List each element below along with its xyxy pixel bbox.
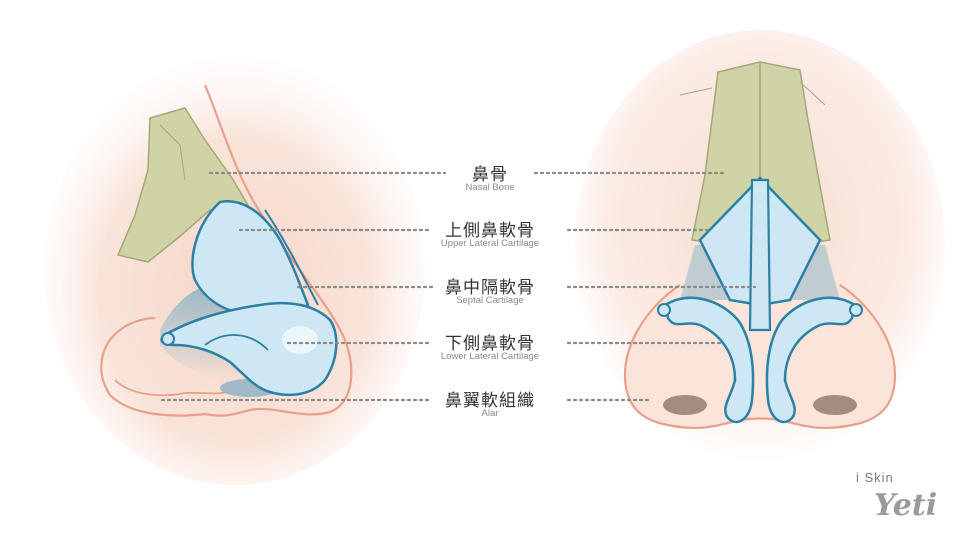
front-nostril-right (813, 395, 857, 415)
brand-name: Yeti (874, 488, 938, 523)
front-view-nose (575, 30, 945, 460)
front-nasal-bone (691, 61, 831, 251)
front-nostril-left (663, 395, 707, 415)
label-alar-zh: 鼻翼軟組織 (445, 391, 535, 411)
side-nostril (114, 379, 229, 397)
label-alar-en: Alar (481, 408, 499, 419)
side-view-nose (45, 55, 425, 485)
front-lower-lateral-cartilage-right (765, 296, 857, 424)
label-septal-en: Septal Cartilage (456, 295, 524, 306)
label-lower-lateral-en: Lower Lateral Cartilage (440, 351, 540, 362)
leader-lines (160, 171, 757, 402)
label-lower-lateral-zh: 下側鼻軟骨 (445, 334, 535, 354)
label-nasal-bone-en: Nasal Bone (465, 182, 515, 193)
label-septal-zh: 鼻中隔軟骨 (445, 278, 535, 298)
brand-prefix: i Skin (856, 470, 894, 485)
label-upper-lateral-en: Upper Lateral Cartilage (440, 238, 540, 249)
side-lower-lateral-cartilage (160, 301, 338, 397)
brand-watermark: i Skin Yeti (848, 468, 958, 538)
side-nasal-bone (116, 107, 254, 263)
front-lower-lateral-cartilage-left (663, 296, 755, 424)
front-septal-cartilage (748, 178, 772, 332)
label-upper-lateral-zh: 上側鼻軟骨 (445, 221, 535, 241)
label-nasal-bone-zh: 鼻骨 (472, 165, 508, 185)
